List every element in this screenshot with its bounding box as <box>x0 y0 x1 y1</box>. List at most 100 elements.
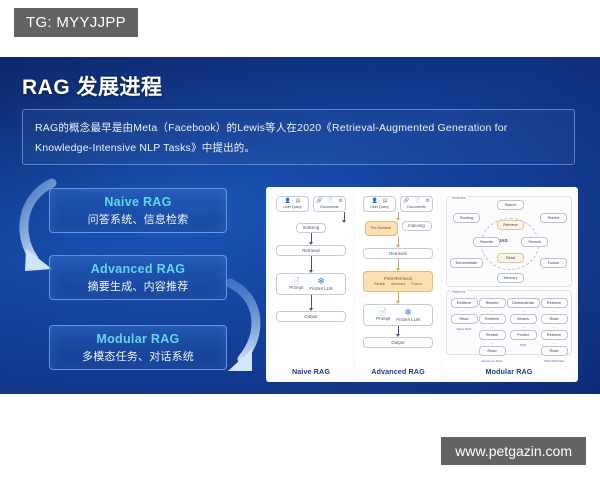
document-icon: 📄 <box>414 198 421 204</box>
arrow-down-icon: ⌄ <box>521 324 525 329</box>
node-prompt-llm: 📄 Prompt ❄ Frozen LLM <box>276 272 346 295</box>
telegram-badge: TG: MYYJJPP <box>14 8 138 37</box>
lead-paragraph: RAG的概念最早是由Meta（Facebook）的Lewis等人在2020《Re… <box>35 118 564 158</box>
node-prompt-llm: 📄 Prompt ❄ Frozen LLM <box>363 303 433 326</box>
figure-column-label-modular: Modular RAG <box>485 367 533 376</box>
node-output: Output <box>276 310 346 322</box>
node-frozen-llm-label: Frozen LLM <box>309 285 333 291</box>
figure-column-modular: Modules RAG Search Routing Predict Retri… <box>443 191 575 378</box>
arrow-down-icon: ⌄ <box>552 324 556 329</box>
pattern-name: ITER-RETGEN <box>543 358 565 363</box>
stage-title: Advanced RAG <box>90 261 186 276</box>
module-center-rag: RAG <box>498 238 508 243</box>
pattern-naive: Retrieve ⌄ Read Naive RAG <box>450 298 478 354</box>
arrow-down-icon: ⌄ <box>490 340 494 345</box>
stage-subtitle: 摘要生成、内容推荐 <box>87 280 189 293</box>
module-retrieve: Retrieve <box>497 220 524 230</box>
node-pre-retrieval: Pre-Retrieval <box>364 220 398 236</box>
node-post-retrieval: Post-Retrieval Rerank Summary Fusion <box>363 270 433 292</box>
pattern-dsp: Demonstrate ⌄ Search ⌄ Predict DSP <box>506 298 540 354</box>
pattern-name: Naive RAG <box>456 326 472 331</box>
node-indexing: Indexing <box>296 222 326 233</box>
pattern-name: DSP <box>519 342 527 347</box>
group-user-query: 👤 ▤ User Query <box>276 196 309 212</box>
arrow-down-icon: ⌄ <box>521 308 525 313</box>
lead-line-2: Knowledge-Intensive NLP Tasks》中提出的。 <box>35 142 256 154</box>
node-indexing: Indexing <box>401 220 432 231</box>
post-item-rerank: Rerank <box>374 282 386 286</box>
node-prompt-label: Prompt <box>376 315 391 321</box>
module-read: Read <box>497 253 524 263</box>
pattern-advanced: Rewrite ⌄ Retrieve ⌄ Rerank ⌄ Read Advan… <box>478 298 506 363</box>
user-icon: 👤 <box>371 198 378 204</box>
pattern-step: Retrieve <box>540 298 568 308</box>
stage-title: Naive RAG <box>104 194 172 209</box>
arrow-down-icon: ⌄ <box>552 308 556 313</box>
gear-icon: ⚙ <box>338 198 343 204</box>
arrow-naive-to-advanced <box>19 178 57 271</box>
stage-card-modular[interactable]: Modular RAG 多模态任务、对话系统 <box>49 325 227 370</box>
arrow-down-icon: ⌄ <box>490 308 494 313</box>
group-user-query: 👤▤ User Query <box>363 196 396 212</box>
pattern-step: Read <box>540 346 568 356</box>
document-icon: 📄 <box>327 198 334 204</box>
figure-column-naive: 👤▤ User Query 🔗📄⚙ Documents Indexing Ret… <box>269 191 353 378</box>
patterns-section: Patterns Retrieve ⌄ Read Naive RAG Rewri… <box>446 290 572 363</box>
page-title: RAG 发展进程 <box>22 76 163 99</box>
gear-icon: ⚙ <box>425 198 430 204</box>
node-output: Output <box>363 336 433 348</box>
pattern-step: Demonstrate <box>506 298 540 308</box>
pattern-step: Predict <box>509 330 537 340</box>
module-rewrite: Rewrite <box>473 237 500 247</box>
arrow-advanced-to-modular <box>225 278 261 371</box>
lead-line-1: RAG的概念最早是由Meta（Facebook）的Lewis等人在2020《Re… <box>35 122 508 134</box>
pattern-step: Read <box>450 314 478 324</box>
stage-title: Modular RAG <box>96 331 180 346</box>
node-frozen-llm-label: Frozen LLM <box>396 316 420 322</box>
link-icon: 🔗 <box>316 198 323 204</box>
post-item-fusion: Fusion <box>411 282 422 286</box>
icon-label-query: Query <box>378 205 389 209</box>
node-retrieval: Retrieval <box>363 247 433 259</box>
query-icon: ▤ <box>382 198 388 204</box>
pattern-step: Retrieve <box>478 314 506 324</box>
pattern-step: Rewrite <box>478 298 506 308</box>
stage-subtitle: 多模态任务、对话系统 <box>82 350 194 363</box>
module-fusion: Fusion <box>540 258 567 268</box>
rag-paradigms-figure: 👤 ▤ User Query 🔗 📄 ⚙ Documents Indexing Ret… <box>266 187 578 382</box>
pattern-iter-retgen: Retrieve ⌄ Read ⌄ Retrieve ⌄ Read ITER-R… <box>540 298 568 363</box>
figure-column-label-advanced: Advanced RAG <box>371 367 425 376</box>
post-retrieval-title: Post-Retrieval <box>384 276 412 281</box>
stage-card-advanced[interactable]: Advanced RAG 摘要生成、内容推荐 <box>49 255 227 300</box>
icon-label-query: Query <box>291 205 302 209</box>
lead-paragraph-box: RAG的概念最早是由Meta（Facebook）的Lewis等人在2020《Re… <box>22 109 575 165</box>
pattern-step: Search <box>509 314 537 324</box>
stage-card-naive[interactable]: Naive RAG 问答系统、信息检索 <box>49 188 227 233</box>
pattern-step: Retrieve <box>540 330 568 340</box>
module-search: Search <box>497 200 524 210</box>
pattern-step: Rerank <box>478 330 506 340</box>
icon-label-documents: Documents <box>407 205 426 209</box>
group-documents: 🔗📄⚙ Documents <box>400 196 433 212</box>
arrow-down-icon: ⌄ <box>462 308 466 313</box>
figure-column-advanced: 👤▤ User Query 🔗📄⚙ Documents Pre-Retrieva… <box>356 191 440 378</box>
pattern-step: Retrieve <box>450 298 478 308</box>
presentation-slide: RAG 发展进程 RAG的概念最早是由Meta（Facebook）的Lewis等… <box>0 57 600 394</box>
user-icon: 👤 <box>284 198 291 204</box>
query-icon: ▤ <box>295 198 301 204</box>
icon-label-user: User <box>283 205 291 209</box>
module-memory: Memory <box>497 273 524 283</box>
module-routing: Routing <box>453 213 480 223</box>
patterns-caption: Patterns <box>450 290 468 294</box>
module-predict: Predict <box>540 213 567 223</box>
modules-caption: Modules <box>450 196 468 200</box>
patterns-diagram: Retrieve ⌄ Read Naive RAG Rewrite ⌄ Retr… <box>447 294 571 363</box>
site-badge: www.petgazin.com <box>441 437 586 465</box>
snowflake-icon: ❄ <box>317 275 325 286</box>
module-rerank: Rerank <box>521 237 548 247</box>
modules-section: Modules RAG Search Routing Predict Retri… <box>446 196 572 287</box>
figure-column-label-naive: Naive RAG <box>291 367 331 376</box>
arrow-down-icon: ⌄ <box>552 340 556 345</box>
snowflake-icon: ❄ <box>404 306 412 317</box>
